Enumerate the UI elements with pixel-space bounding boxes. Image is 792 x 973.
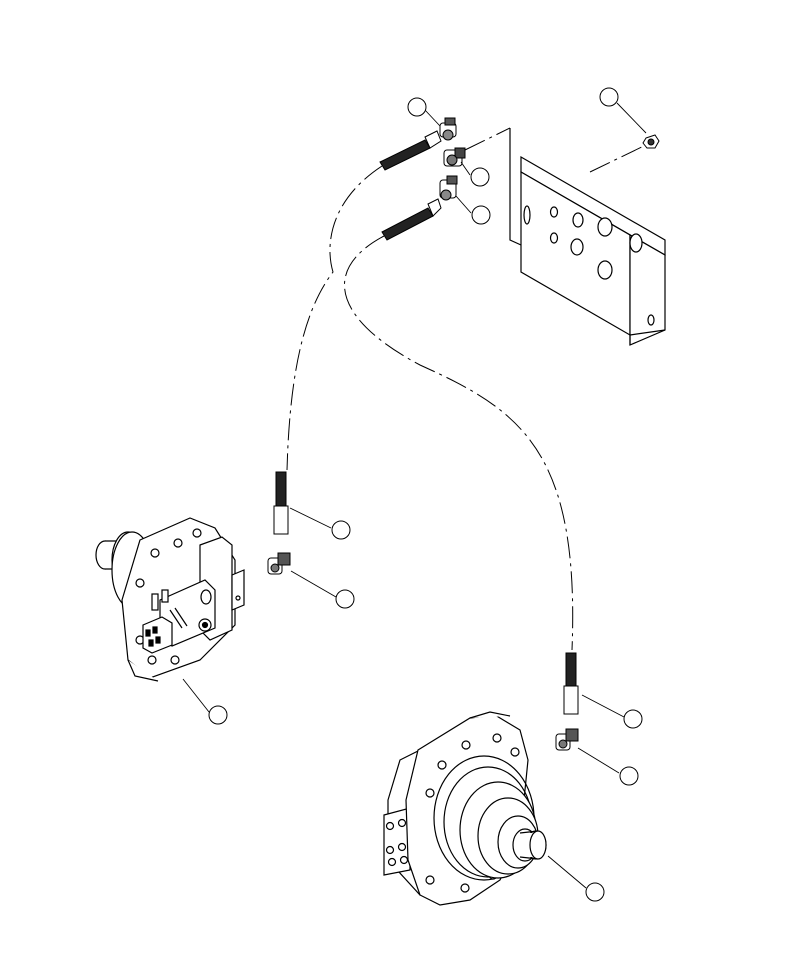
mounting-bracket: [509, 128, 666, 346]
bracket-nut-line: [589, 142, 651, 173]
leader-bracket-nut: [616, 102, 647, 134]
hose-route-left: [286, 165, 383, 471]
leader-elbow-left: [290, 570, 337, 598]
elbow-fitting-left: [267, 552, 291, 575]
hose-end-upper: [379, 130, 442, 171]
callout-motor-left: [208, 705, 228, 725]
bracket-fitting-line: [464, 127, 511, 151]
callout-elbow-upper: [470, 167, 490, 187]
leader-elbow-lower: [455, 195, 472, 214]
hose-ferrule-left: [273, 505, 289, 535]
upper-fittings: [379, 117, 466, 241]
motor-left: [95, 517, 245, 682]
callout-bracket-nut: [599, 87, 619, 107]
callout-hose-upper-left: [407, 97, 427, 117]
callout-elbow-left: [335, 589, 355, 609]
elbow-fitting-lower: [439, 175, 458, 201]
leader-hose-upper-left: [424, 109, 441, 127]
callout-motor-right: [585, 882, 605, 902]
leader-motor-right: [547, 855, 587, 889]
callout-hose-left: [331, 520, 351, 540]
leader-motor-left: [182, 678, 210, 713]
hose-route-right: [344, 235, 574, 651]
callout-hose-right: [623, 709, 643, 729]
bracket-nut: [642, 134, 660, 149]
hose-end-left: [275, 471, 287, 509]
callout-elbow-lower: [471, 205, 491, 225]
motor-right: [383, 711, 547, 906]
hose-routing-lines: [286, 127, 651, 651]
hose-ferrule-right: [563, 685, 579, 715]
callout-leaders: [182, 102, 647, 889]
leader-elbow-upper: [460, 161, 471, 176]
callout-bubbles: [208, 87, 643, 902]
hose-end-lower: [381, 198, 442, 241]
leader-hose-right: [581, 694, 625, 718]
right-hose-assembly: [555, 652, 579, 751]
hose-end-right: [565, 652, 577, 690]
left-hose-assembly: [267, 471, 291, 575]
elbow-fitting-top: [439, 117, 457, 141]
leader-elbow-right: [577, 747, 620, 774]
elbow-fitting-right: [555, 728, 579, 751]
callout-elbow-right: [619, 766, 639, 786]
elbow-fitting-middle: [443, 147, 466, 167]
leader-hose-left: [289, 507, 332, 529]
